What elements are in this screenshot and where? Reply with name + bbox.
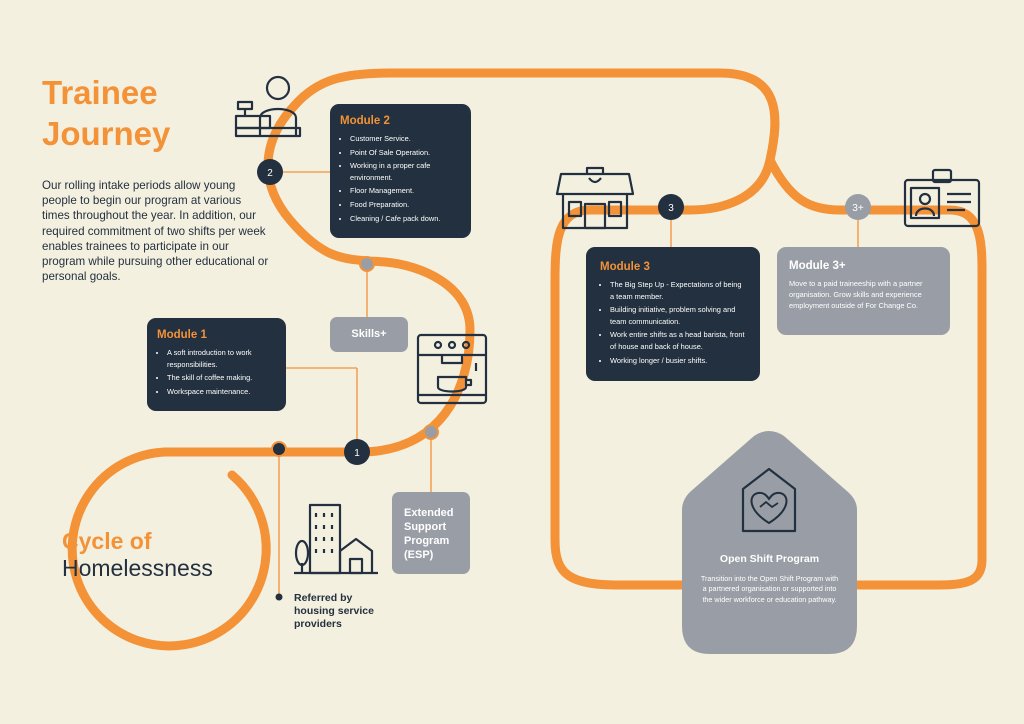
list-item: Floor Management.	[350, 185, 461, 197]
cashier-icon	[234, 75, 302, 138]
module-3plus-text: Move to a paid traineeship with a partne…	[789, 279, 923, 310]
milestone-1-label: 1	[354, 448, 360, 459]
open-shift-program-text: Transition into the Open Shift Program w…	[700, 574, 839, 604]
cafe-storefront-icon	[555, 166, 635, 230]
milestone-2-circle	[257, 159, 283, 185]
cycle-label-line-2: Homelessness	[62, 555, 213, 581]
waypoint-referred	[271, 441, 287, 457]
esp-label: Extended Support Program (ESP)	[404, 507, 454, 561]
module-2-card: Module 2 Customer Service. Point Of Sale…	[330, 104, 471, 238]
cycle-label: Cycle of Homelessness	[62, 528, 213, 582]
journey-path-branch	[765, 155, 987, 590]
milestone-3plus-label: 3+	[852, 203, 864, 214]
list-item: Cleaning / Cafe pack down.	[350, 213, 461, 225]
title-line-1: Trainee	[42, 74, 158, 111]
city-buildings-icon	[294, 503, 378, 575]
list-item: A soft introduction to work responsibili…	[167, 347, 276, 370]
list-item: Working in a proper cafe environment.	[350, 160, 461, 183]
id-badge-icon	[903, 168, 981, 228]
module-1-list: A soft introduction to work responsibili…	[157, 347, 276, 397]
list-item: The skill of coffee making.	[167, 372, 276, 384]
list-item: Food Preparation.	[350, 199, 461, 211]
referred-label: Referred by housing service providers	[294, 592, 374, 630]
module-1-title: Module 1	[157, 329, 207, 341]
list-item: The Big Step Up - Expectations of being …	[610, 279, 746, 302]
milestone-2-label: 2	[267, 168, 273, 179]
module-2-title: Module 2	[340, 115, 390, 127]
milestone-3-circle	[658, 194, 684, 220]
skills-plus-label: Skills+	[351, 328, 387, 340]
skills-plus-tag: Skills+	[330, 317, 408, 352]
module-2-list: Customer Service. Point Of Sale Operatio…	[340, 133, 461, 224]
list-item: Work entire shifts as a head barista, fr…	[610, 329, 746, 352]
cycle-label-line-1: Cycle of	[62, 528, 152, 554]
title-line-2: Journey	[42, 115, 171, 152]
module-1-card: Module 1 A soft introduction to work res…	[147, 318, 286, 411]
module-3plus-card: Module 3+ Move to a paid traineeship wit…	[777, 247, 950, 335]
referred-dot	[275, 593, 283, 601]
module-3-card: Module 3 The Big Step Up - Expectations …	[586, 247, 760, 381]
milestone-3plus-circle	[845, 194, 871, 220]
list-item: Working longer / busier shifts.	[610, 355, 746, 367]
list-item: Workspace maintenance.	[167, 386, 276, 398]
cycle-loop	[67, 447, 271, 651]
module-3-list: The Big Step Up - Expectations of being …	[600, 279, 746, 366]
page-title: Trainee Journey	[42, 72, 170, 154]
waypoint-esp	[423, 424, 439, 440]
open-shift-program-title: Open Shift Program	[719, 553, 820, 565]
milestone-3-label: 3	[668, 203, 674, 214]
milestone-1-circle	[344, 439, 370, 465]
module-3-title: Module 3	[600, 261, 650, 273]
intro-text: Our rolling intake periods allow young p…	[42, 179, 269, 284]
waypoint-skills	[359, 256, 375, 272]
open-shift-program-shape	[682, 431, 857, 654]
module-3plus-title: Module 3+	[789, 260, 846, 272]
list-item: Point Of Sale Operation.	[350, 147, 461, 159]
list-item: Building initiative, problem solving and…	[610, 304, 746, 327]
coffee-machine-icon	[416, 333, 488, 405]
journey-path-main	[160, 68, 780, 590]
handshake-heart-icon	[741, 467, 797, 533]
esp-tag: Extended Support Program (ESP)	[392, 492, 470, 574]
list-item: Customer Service.	[350, 133, 461, 145]
